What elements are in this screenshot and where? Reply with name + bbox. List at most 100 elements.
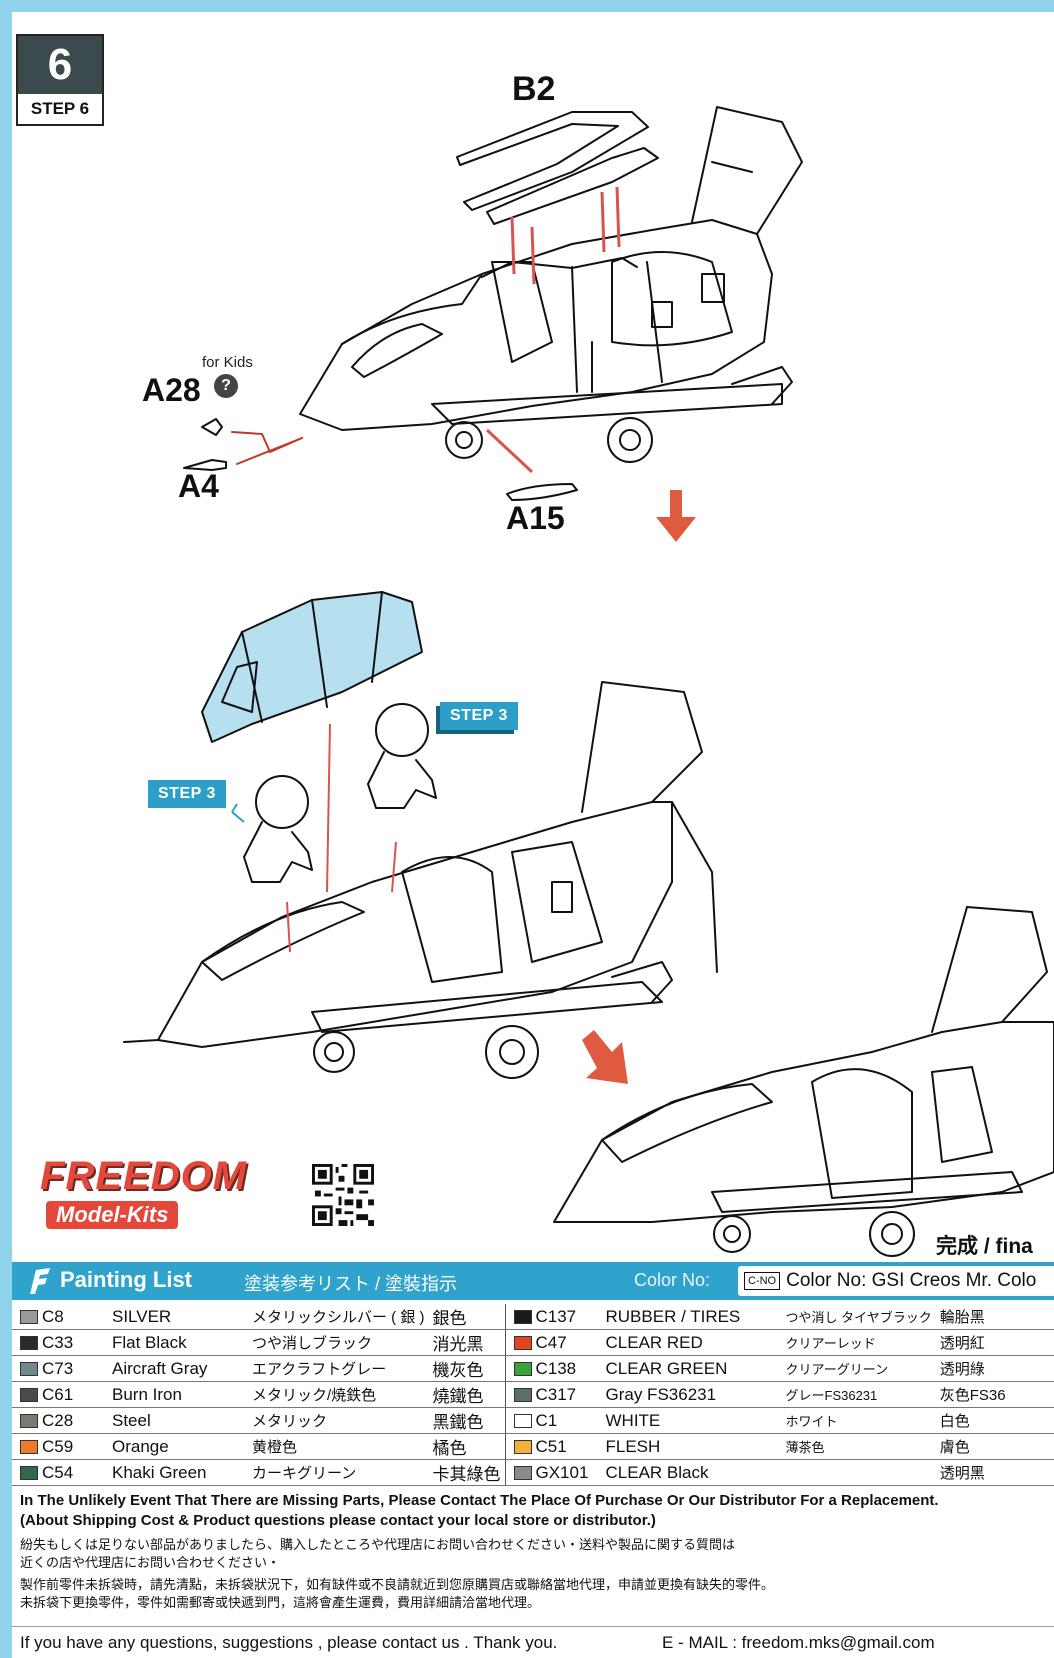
paint-swatch-cell: [12, 1304, 38, 1330]
pilot-figure-left: [243, 775, 313, 883]
paint-code: C33: [38, 1329, 108, 1356]
paint-name-jp: 薄茶色: [781, 1433, 936, 1460]
color-swatch: [20, 1310, 38, 1325]
color-swatch: [20, 1336, 38, 1351]
part-label-a4: A4: [178, 468, 219, 504]
color-swatch: [20, 1414, 38, 1429]
instruction-sheet: 6 STEP 6: [12, 12, 1054, 1658]
painting-list-header: Painting List 塗装参考リスト / 塗裝指示 Color No: C…: [12, 1262, 1054, 1300]
paint-name-zh: 膚色: [935, 1433, 1054, 1460]
brand-name: FREEDOM: [40, 1154, 247, 1198]
step-number: 6: [18, 36, 102, 94]
paint-name-en: WHITE: [601, 1407, 782, 1434]
step-header: 6 STEP 6: [16, 34, 104, 126]
footer-line-2: (About Shipping Cost & Product questions…: [20, 1512, 656, 1529]
paint-name-zh: 消光黑: [428, 1329, 506, 1356]
paint-code: C51: [531, 1433, 602, 1460]
jet-final: [553, 906, 1054, 1257]
paint-name-en: Steel: [108, 1407, 248, 1434]
paint-name-en: Burn Iron: [108, 1381, 248, 1408]
paint-code: C73: [38, 1355, 108, 1382]
paint-name-zh: 機灰色: [428, 1355, 506, 1382]
paint-name-jp: メタリック/焼鉄色: [248, 1381, 429, 1408]
paint-code: C59: [38, 1433, 108, 1460]
paint-code: C137: [531, 1304, 602, 1330]
footer-line-6: 未拆袋下更換零件，零件如需郵寄或快遞到門，這將會產生運費，費用詳細請洽當地代理。: [20, 1595, 541, 1610]
cno-box: C-NO: [744, 1272, 781, 1290]
paint-code: C317: [531, 1381, 602, 1408]
paint-name-zh: 卡其綠色: [428, 1459, 506, 1486]
paint-name-en: Khaki Green: [108, 1459, 248, 1486]
paint-name-jp: つや消しブラック: [248, 1329, 429, 1356]
paint-name-jp: つや消し タイヤブラック: [781, 1304, 936, 1330]
step-label: STEP 6: [30, 99, 90, 118]
paint-name-en: Orange: [108, 1433, 248, 1460]
paint-code: C61: [38, 1381, 108, 1408]
finish-label: 完成 / fina: [936, 1235, 1033, 1258]
paint-code: C47: [531, 1329, 602, 1356]
paint-name-zh: 橘色: [428, 1433, 506, 1460]
color-swatch: [20, 1466, 38, 1481]
paint-swatch-cell: [12, 1329, 38, 1356]
paint-swatch-cell: [12, 1433, 38, 1460]
paint-name-en: RUBBER / TIRES: [601, 1304, 782, 1330]
paint-swatch-cell: [505, 1407, 532, 1434]
paint-name-jp: グレーFS36231: [781, 1381, 936, 1408]
paint-name-jp: メタリック: [248, 1407, 429, 1434]
painting-list-title: Painting List: [60, 1267, 192, 1292]
footer-line-5: 製作前零件未拆袋時，請先清點，未拆袋狀況下，如有缺件或不良請就近到您原購買店或聯…: [20, 1577, 775, 1592]
footer-line-4: 近くの店や代理店にお問い合わせください・: [20, 1555, 281, 1570]
part-a15: [506, 483, 578, 501]
freedom-f-icon: [30, 1268, 50, 1294]
paint-name-en: FLESH: [601, 1433, 782, 1460]
paint-name-zh: 透明綠: [935, 1355, 1054, 1382]
paint-name-zh: 黑鐵色: [428, 1407, 506, 1434]
paint-swatch-cell: [505, 1329, 532, 1356]
footer-line-1: In The Unlikely Event That There are Mis…: [20, 1492, 939, 1509]
paint-name-zh: 透明黑: [935, 1459, 1054, 1486]
paint-name-en: Flat Black: [108, 1329, 248, 1356]
paint-name-jp: クリアーレッド: [781, 1329, 936, 1356]
paint-name-zh: 燒鐵色: [428, 1381, 506, 1408]
pilot-figure-right: [367, 703, 437, 809]
diagonal-arrow: [582, 1030, 628, 1084]
paint-name-zh: 透明紅: [935, 1329, 1054, 1356]
color-swatch: [513, 1362, 532, 1377]
part-b2: [456, 111, 659, 225]
part-a4: [183, 459, 227, 471]
paint-swatch-cell: [505, 1355, 532, 1382]
paint-swatch-cell: [12, 1407, 38, 1434]
for-kids-label: for Kids: [202, 354, 253, 371]
paint-swatch-cell: [505, 1433, 532, 1460]
paint-name-jp: 黄橙色: [248, 1433, 429, 1460]
paint-swatch-cell: [505, 1381, 532, 1408]
color-swatch: [513, 1466, 532, 1481]
canopy-part: [201, 591, 423, 743]
color-swatch: [513, 1388, 532, 1403]
paint-code: C54: [38, 1459, 108, 1486]
paint-swatch-cell: [505, 1304, 532, 1330]
paint-code: GX101: [531, 1459, 602, 1486]
color-swatch: [20, 1362, 38, 1377]
email-link[interactable]: E - MAIL : freedom.mks@gmail.com: [662, 1633, 935, 1652]
paint-swatch-cell: [12, 1459, 38, 1486]
footer-line-3: 紛失もしくは足りない部品がありましたら、購入したところや代理店にお問い合わせくだ…: [20, 1537, 736, 1552]
contact-text: If you have any questions, suggestions ,…: [20, 1633, 558, 1652]
paint-name-en: CLEAR GREEN: [601, 1355, 782, 1382]
freedom-logo: FREEDOM Model-Kits: [40, 1154, 290, 1240]
color-swatch: [513, 1310, 532, 1325]
paint-name-jp: エアクラフトグレー: [248, 1355, 429, 1382]
paint-name-jp: [781, 1459, 936, 1486]
paint-name-jp: ホワイト: [781, 1407, 936, 1434]
paint-code: C8: [38, 1304, 108, 1330]
paint-code: C1: [531, 1407, 602, 1434]
paint-code: C28: [38, 1407, 108, 1434]
color-no-label: Color No:: [634, 1270, 711, 1290]
assembly-diagram: [123, 106, 1054, 1257]
